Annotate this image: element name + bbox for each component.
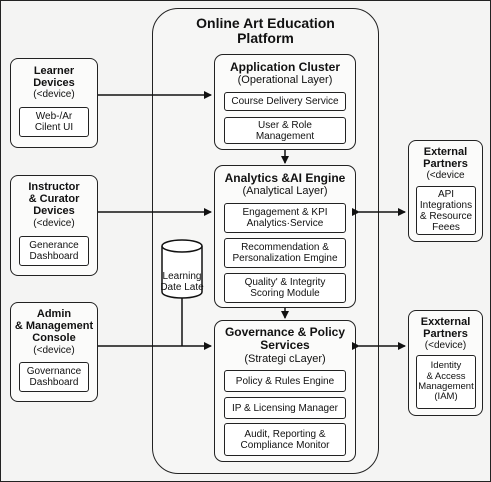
application-cluster-subtitle: (Operational Layer) <box>237 74 333 86</box>
policy-rules-engine: Policy & Rules Engine <box>224 370 346 392</box>
external-partners-iam-subtitle: (<device) <box>424 340 467 351</box>
audit-compliance-monitor: Audit, Reporting & Compliance Monitor <box>224 423 346 456</box>
governance-services-subtitle: (Strategi cLayer) <box>244 353 326 365</box>
quality-integrity-module: Quality' & Integrity Scoring Module <box>224 273 346 303</box>
course-delivery-service: Course Delivery Service <box>224 92 346 111</box>
external-partners-api-subtitle: (<device <box>426 170 465 181</box>
user-role-management: User & Role Management <box>224 117 346 144</box>
ip-licensing-manager: IP & Licensing Manager <box>224 397 346 419</box>
application-cluster-title: Application Cluster <box>229 60 340 74</box>
engagement-kpi-service: Engagement & KPI Analytics·Service <box>224 203 346 233</box>
analytics-engine-title: Analytics &AI Engine <box>224 171 346 185</box>
datalake-cylinder <box>161 239 203 299</box>
learner-devices-subtitle: (<device) <box>33 89 75 100</box>
recommendation-engine: Recommendation & Personalization Emgine <box>224 238 346 268</box>
instructor-devices-subtitle: (<device) <box>33 218 75 229</box>
admin-console-subtitle: (<device) <box>33 345 75 356</box>
analytics-engine-subtitle: (Analytical Layer) <box>242 185 328 197</box>
